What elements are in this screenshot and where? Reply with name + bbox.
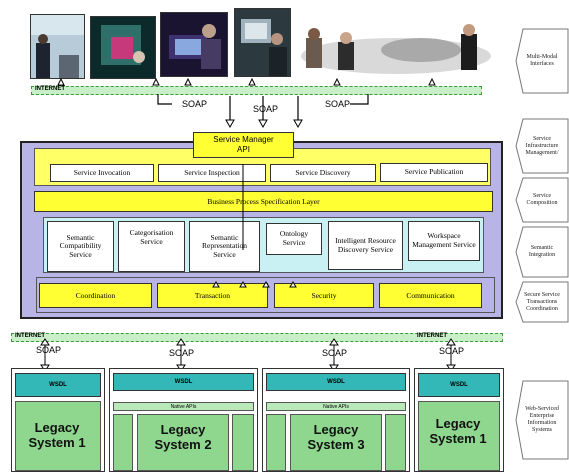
internet-bar-bottom: INTERNET INTERNET: [11, 333, 503, 342]
manager-internal-arrows: [212, 164, 297, 288]
semantic-compatibility-box: Semantic Compatibility Service: [47, 221, 114, 272]
service-publication-box: Service Publication: [380, 163, 488, 182]
legacy-system-3: WSDL Native APIs Legacy System 3: [262, 368, 410, 472]
ontology-box: Ontology Service: [266, 223, 322, 255]
service-manager-api-label: API: [237, 145, 250, 154]
soap-label-bottom-2: SOAP: [169, 348, 195, 358]
business-process-layer: Business Process Specification Layer: [34, 191, 493, 212]
legacy-system-label: Legacy System 1: [28, 420, 86, 450]
service-manager-api: Service Manager API: [193, 132, 294, 158]
soap-connectors-top: [157, 94, 369, 129]
service-framework: Service Invocation Service Inspection Se…: [20, 141, 503, 319]
legacy-system-label: Legacy System 1: [429, 416, 487, 446]
internet-label: INTERNET: [35, 86, 65, 92]
native-block-right: [385, 414, 406, 471]
service-manager-title: Service Manager: [213, 135, 274, 144]
semantic-representation-box: Semantic Representation Service: [189, 221, 260, 272]
wsdl-box: WSDL: [15, 373, 101, 397]
internet-bar-top: INTERNET: [31, 86, 482, 95]
intelligent-resource-discovery-box: Intelligent Resource Discovery Service: [328, 221, 403, 270]
legacy-system-1-right: WSDL Legacy System 1: [414, 368, 504, 472]
label-service-infrastructure: Service Infrastructure Management/: [515, 118, 569, 174]
categorisation-box: Categorisation Service: [118, 221, 185, 272]
native-block-left: [266, 414, 286, 471]
native-apis-band: Native APIs: [113, 402, 254, 411]
workspace-management-box: Workspace Management Service: [408, 221, 480, 261]
coordination-box: Coordination: [39, 283, 152, 308]
internet-label-left: INTERNET: [15, 333, 45, 339]
legacy-system-2: WSDL Native APIs Legacy System 2: [109, 368, 258, 472]
label-service-composition: Service Composition: [515, 177, 569, 223]
legacy-body: [418, 401, 500, 471]
label-semantic-integration: Semantic Integration: [515, 226, 569, 278]
photo-business-team: [296, 16, 498, 78]
communication-box: Communication: [379, 283, 482, 308]
legacy-system-label: Legacy System 2: [154, 422, 212, 452]
soap-label-1: SOAP: [182, 99, 208, 109]
wsdl-box: WSDL: [418, 373, 500, 397]
label-secure-service-transactions: Secure Service Transactions Coordination: [515, 281, 569, 323]
native-apis-band: Native APIs: [266, 402, 406, 411]
photo-laptop-user: [160, 12, 228, 77]
legacy-body: [290, 414, 382, 471]
photo-connectors: [57, 77, 436, 86]
native-block-left: [113, 414, 133, 471]
wsdl-box: WSDL: [266, 373, 406, 391]
wsdl-box: WSDL: [113, 373, 254, 391]
legacy-system-label: Legacy System 3: [307, 422, 365, 452]
internet-label-right: INTERNET: [417, 333, 447, 339]
legacy-system-1-left: WSDL Legacy System 1: [11, 368, 105, 472]
service-discovery-box: Service Discovery: [270, 164, 376, 182]
photo-desktop-user: [234, 8, 291, 77]
soap-label-bottom-4: SOAP: [439, 346, 465, 356]
legacy-body: [137, 414, 229, 471]
legacy-body: [15, 401, 101, 471]
service-inspection-box: Service Inspection: [158, 164, 266, 182]
soap-label-3: SOAP: [325, 99, 351, 109]
service-invocation-box: Service Invocation: [50, 164, 154, 182]
label-multi-modal-interfaces: Multi-Modal Interfaces: [515, 28, 569, 94]
soap-label-bottom-1: SOAP: [36, 345, 62, 355]
photo-virtual-reality: [90, 16, 156, 79]
native-block-right: [232, 414, 254, 471]
photo-airport-traveler: [30, 14, 85, 79]
label-web-serviced-enterprise: Web-Serviced Enterprise Information Syst…: [515, 380, 569, 460]
soap-label-2: SOAP: [253, 104, 279, 114]
soap-label-bottom-3: SOAP: [322, 348, 348, 358]
